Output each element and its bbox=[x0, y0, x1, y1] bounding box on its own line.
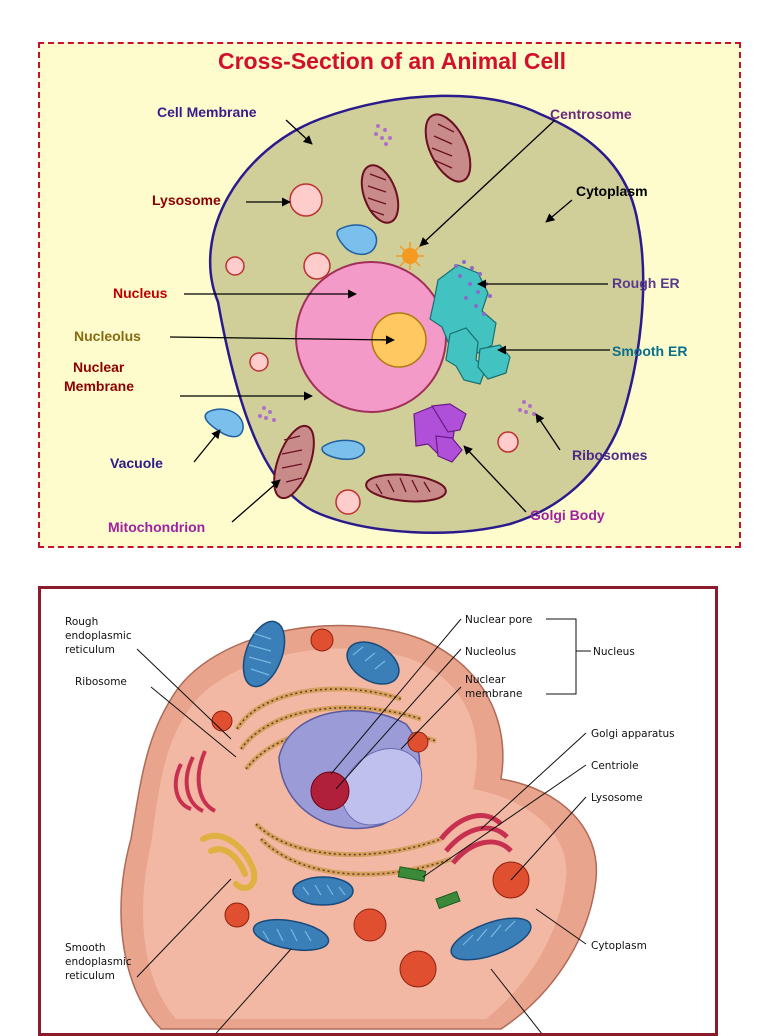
label-nuclear-membrane-2: membrane bbox=[465, 688, 522, 700]
label-nucleolus: Nucleolus bbox=[74, 328, 141, 344]
label-nuclear-pore: Nuclear pore bbox=[465, 614, 532, 626]
centrosome bbox=[396, 242, 424, 270]
cell-3d-illustration: Rough endoplasmic reticulum Ribosome Nuc… bbox=[38, 586, 718, 1036]
label-nuclear-membrane-1: Nuclear bbox=[465, 674, 506, 686]
mitochondria bbox=[273, 113, 472, 503]
vacuoles bbox=[204, 224, 378, 460]
label-nucleus: Nucleus bbox=[113, 285, 168, 301]
golgi-left bbox=[173, 750, 217, 813]
label-nucleus: Nucleus bbox=[593, 646, 635, 658]
label-mitochondrion: Mitochondrion bbox=[108, 519, 205, 535]
label-centriole: Centriole bbox=[591, 760, 639, 772]
label-rough-er-3: reticulum bbox=[65, 644, 115, 656]
golgi-apparatus-3d bbox=[439, 813, 513, 865]
label-ribosomes: Ribosomes bbox=[572, 447, 648, 463]
nucleolus-3d bbox=[310, 771, 350, 811]
label-golgi-apparatus: Golgi apparatus bbox=[591, 728, 675, 740]
label-rough-er-1: Rough bbox=[65, 616, 98, 628]
label-golgi-body: Golgi Body bbox=[530, 507, 605, 523]
label-lysosome: Lysosome bbox=[591, 792, 643, 804]
label-rough-er-2: endoplasmic bbox=[65, 630, 132, 642]
diagram-title: Cross-Section of an Animal Cell bbox=[218, 48, 566, 74]
label-cell-membrane: Cell Membrane bbox=[157, 104, 257, 120]
mitochondria-3d bbox=[242, 620, 532, 961]
lysosomes bbox=[225, 183, 519, 515]
golgi-body bbox=[413, 403, 467, 463]
label-nucleolus: Nucleolus bbox=[465, 646, 516, 658]
label-smooth-er: Smooth ER bbox=[612, 343, 687, 359]
label-ribosome: Ribosome bbox=[75, 676, 127, 688]
label-smooth-er-1: Smooth bbox=[65, 942, 106, 954]
cross-section-diagram: Cross-Section of an Animal Cell bbox=[38, 42, 741, 548]
label-cytoplasm: Cytoplasm bbox=[591, 940, 647, 952]
label-centrosome: Centrosome bbox=[550, 106, 632, 122]
label-lysosome: Lysosome bbox=[152, 192, 221, 208]
label-smooth-er-3: reticulum bbox=[65, 970, 115, 982]
label-vacuole: Vacuole bbox=[110, 455, 163, 471]
smooth-er-3d bbox=[200, 832, 258, 891]
label-cytoplasm: Cytoplasm bbox=[576, 183, 648, 199]
nucleus-3d bbox=[278, 709, 423, 830]
ribosome-dots-er bbox=[454, 260, 492, 316]
ribosome-clusters bbox=[258, 124, 536, 422]
label-nuclear-membrane-1: Nuclear bbox=[73, 359, 125, 375]
label-nuclear-membrane-2: Membrane bbox=[64, 378, 134, 394]
label-rough-er: Rough ER bbox=[612, 275, 680, 291]
label-smooth-er-2: endoplasmic bbox=[65, 956, 132, 968]
lysosomes-3d bbox=[211, 628, 530, 988]
